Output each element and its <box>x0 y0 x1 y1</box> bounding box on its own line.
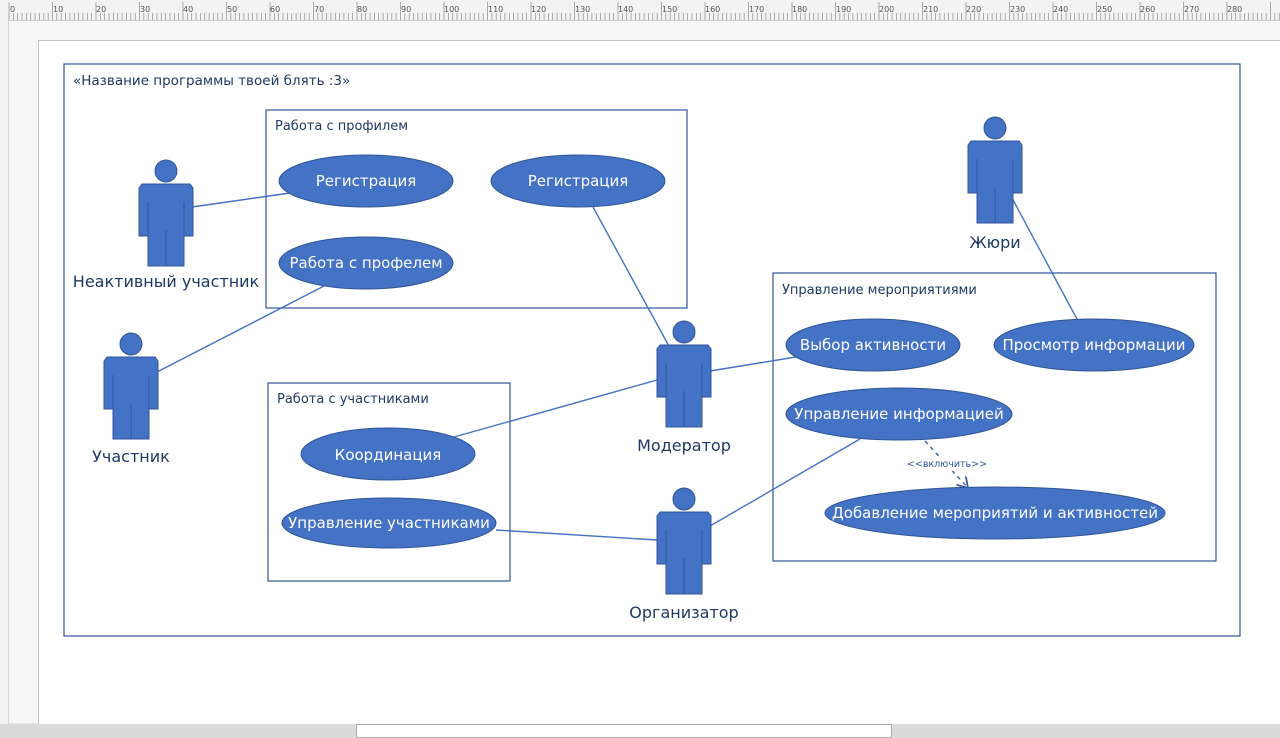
ruler-tick-label: 140 <box>618 5 633 14</box>
scrollbar-thumb[interactable] <box>356 724 892 738</box>
include-arrow[interactable] <box>924 440 968 488</box>
ruler-tick-label: 40 <box>183 5 193 14</box>
ruler-tick-label: 280 <box>1227 5 1242 14</box>
actor-inactive-participant-icon[interactable] <box>138 159 194 267</box>
use-case-label: Управление участниками <box>288 514 490 532</box>
use-case-coordination[interactable] <box>300 427 476 481</box>
boundary-events[interactable] <box>772 272 1217 562</box>
ruler-ticks: 0 10 20 30 40 50 60 70 80 90 100 110 120… <box>8 2 1280 20</box>
ruler-tick-label: 60 <box>270 5 280 14</box>
ruler-tick-label: 250 <box>1097 5 1112 14</box>
boundary-profile-label: Работа с профилем <box>275 119 408 134</box>
actor-moderator-icon[interactable] <box>656 320 712 428</box>
use-case-view-info[interactable] <box>993 318 1195 372</box>
boundary-participants-label: Работа с участниками <box>277 392 429 407</box>
use-case-label: Управление информацией <box>794 405 1003 423</box>
actor-organizer-icon[interactable] <box>656 487 712 595</box>
association-line[interactable] <box>709 356 797 372</box>
use-case-label: Выбор активности <box>800 336 946 354</box>
ruler-tick-label: 70 <box>314 5 324 14</box>
actor-label: Неактивный участник <box>73 272 260 291</box>
boundary-events-label: Управление мероприятиями <box>782 283 977 298</box>
include-label: <<включить>> <box>907 459 987 470</box>
use-case-add-events[interactable] <box>824 486 1166 540</box>
ruler-tick-label: 90 <box>401 5 411 14</box>
association-line[interactable] <box>453 379 658 438</box>
use-case-label: Просмотр информации <box>1002 336 1185 354</box>
ruler-tick-label: 270 <box>1184 5 1199 14</box>
use-case-manage-info[interactable] <box>785 387 1013 441</box>
association-line[interactable] <box>592 206 671 349</box>
use-case-label: Регистрация <box>316 172 417 190</box>
ruler-tick-label: 0 <box>10 5 15 14</box>
include-label-bg <box>906 457 988 471</box>
ruler-tick-label: 20 <box>96 5 106 14</box>
actor-participant-icon[interactable] <box>103 332 159 440</box>
use-case-registration[interactable] <box>490 154 666 208</box>
ruler-tick-label: 180 <box>792 5 807 14</box>
association-line[interactable] <box>709 438 861 527</box>
ruler-tick-label: 150 <box>662 5 677 14</box>
ruler-tick-label: 190 <box>836 5 851 14</box>
horizontal-scrollbar[interactable] <box>0 724 1280 738</box>
actor-label: Жюри <box>969 233 1020 252</box>
actor-jury-icon[interactable] <box>967 116 1023 224</box>
use-case-label: Координация <box>335 446 442 464</box>
boundary-participants[interactable] <box>267 382 511 582</box>
ruler-tick-label: 230 <box>1010 5 1025 14</box>
ruler-tick-label: 80 <box>357 5 367 14</box>
ruler-tick-label: 220 <box>966 5 981 14</box>
ruler-tick-label: 240 <box>1053 5 1068 14</box>
ruler-tick-label: 110 <box>488 5 503 14</box>
ruler-tick-label: 170 <box>749 5 764 14</box>
use-case-registration[interactable] <box>278 154 454 208</box>
ruler-tick-label: 130 <box>575 5 590 14</box>
use-case-label: Добавление мероприятий и активностей <box>832 504 1158 522</box>
ruler-tick-label: 160 <box>705 5 720 14</box>
use-case-manage-participants[interactable] <box>281 497 497 549</box>
ruler-tick-label: 120 <box>531 5 546 14</box>
association-line[interactable] <box>495 529 658 541</box>
ruler-tick-label: 200 <box>879 5 894 14</box>
horizontal-ruler: 0 10 20 30 40 50 60 70 80 90 100 110 120… <box>0 0 1280 21</box>
ruler-tick-label: 10 <box>53 5 63 14</box>
use-case-choose-activity[interactable] <box>785 318 961 372</box>
actor-label: Организатор <box>629 603 738 622</box>
use-case-profile-work[interactable] <box>278 236 454 290</box>
association-line[interactable] <box>191 192 291 208</box>
use-case-label: Работа с профелем <box>289 254 442 272</box>
ruler-tick-label: 30 <box>140 5 150 14</box>
ruler-tick-label: 210 <box>923 5 938 14</box>
system-boundary[interactable] <box>63 63 1241 637</box>
boundary-profile[interactable] <box>265 109 688 309</box>
actor-label: Участник <box>92 447 170 466</box>
ruler-tick-label: 100 <box>444 5 459 14</box>
use-case-label: Регистрация <box>528 172 629 190</box>
ruler-tick-label: 50 <box>227 5 237 14</box>
association-line[interactable] <box>1011 197 1079 322</box>
vertical-ruler <box>0 20 9 724</box>
association-line[interactable] <box>156 285 325 373</box>
system-title: «Название программы твоей блять :3» <box>73 73 350 89</box>
ruler-tick-label: 260 <box>1140 5 1155 14</box>
actor-label: Модератор <box>637 436 731 455</box>
